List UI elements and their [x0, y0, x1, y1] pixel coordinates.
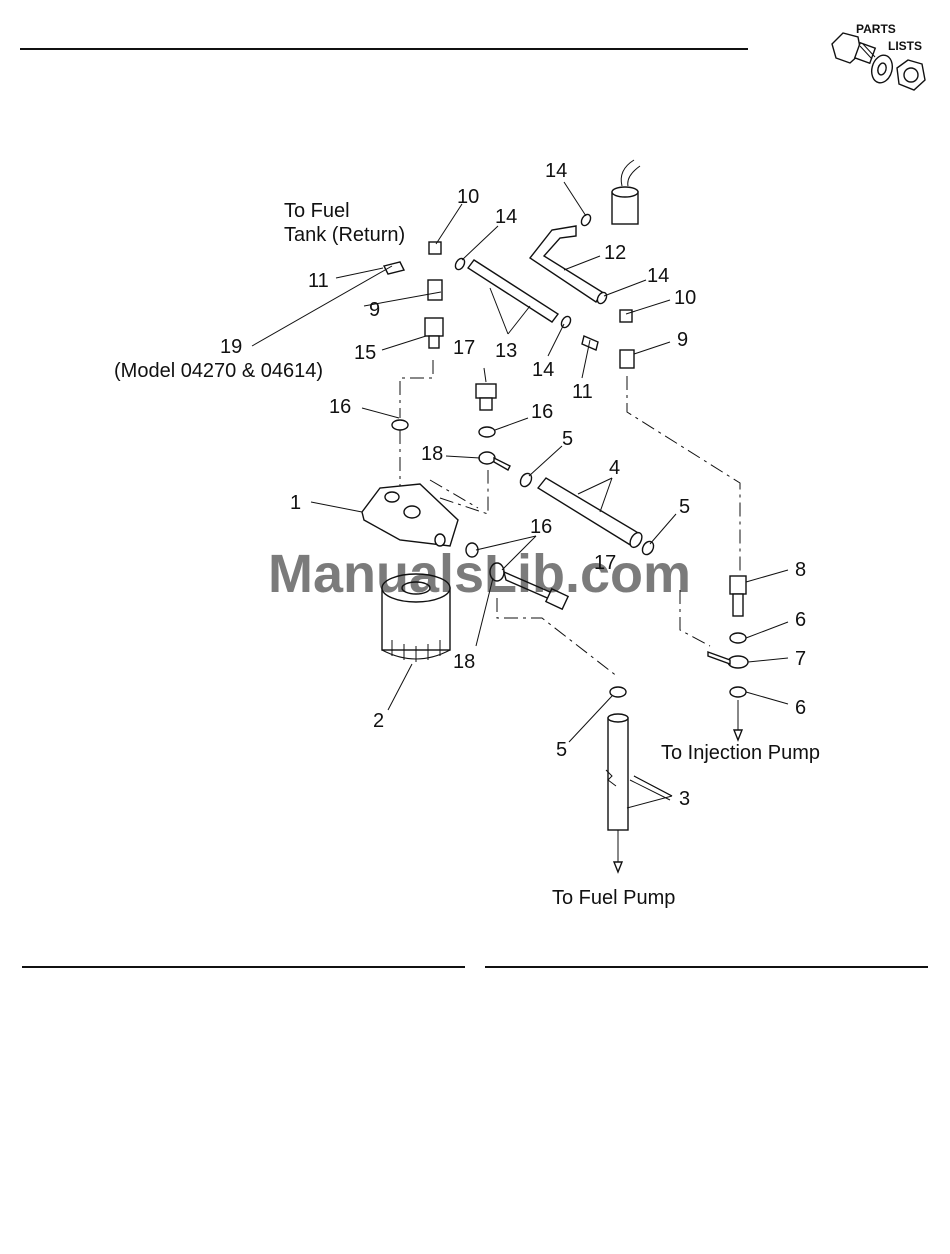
callout-13: 13	[495, 340, 517, 362]
callout-19: 19	[220, 336, 242, 358]
hose-return	[468, 260, 558, 322]
callout-1: 1	[290, 492, 301, 514]
callout-9b: 9	[677, 329, 688, 351]
watermark: ManualsLib.com	[268, 544, 691, 604]
callout-8: 8	[795, 559, 806, 581]
callout-18b: 18	[453, 651, 475, 673]
parts-lists-badge: PARTS LISTS	[832, 22, 925, 90]
callout-14a: 14	[545, 160, 567, 182]
callout-11a: 11	[308, 270, 329, 292]
filter-head	[362, 484, 458, 546]
callout-4: 4	[609, 457, 620, 479]
caption-return-line2: Tank (Return)	[284, 224, 405, 246]
callout-7: 7	[795, 648, 806, 670]
bolt-icon	[832, 33, 875, 63]
leader-lines	[252, 182, 788, 808]
callout-14c: 14	[647, 265, 669, 287]
callout-5a: 5	[562, 428, 573, 450]
callout-18a: 18	[421, 443, 443, 465]
callout-12: 12	[604, 242, 626, 264]
callout-16a: 16	[329, 396, 351, 418]
badge-lists: LISTS	[888, 39, 922, 53]
caption-return-line1: To Fuel	[284, 200, 350, 222]
callout-16b: 16	[531, 401, 553, 423]
callout-2: 2	[373, 710, 384, 732]
caption-model-note: (Model 04270 & 04614)	[114, 360, 323, 382]
callout-5c: 5	[556, 739, 567, 761]
callout-14d: 14	[532, 359, 554, 381]
callout-6a: 6	[795, 609, 806, 631]
callout-11b: 11	[572, 381, 593, 403]
hose-filter-inlet	[538, 478, 644, 549]
callout-14b: 14	[495, 206, 517, 228]
callout-5b: 5	[679, 496, 690, 518]
nut-icon	[897, 60, 925, 90]
fittings	[425, 242, 748, 668]
washer-icon	[869, 53, 896, 85]
caption-injection-pump: To Injection Pump	[661, 742, 820, 764]
callout-10a: 10	[457, 186, 479, 208]
callout-3: 3	[679, 788, 690, 810]
pump-fitting	[612, 160, 640, 224]
callout-16c: 16	[530, 516, 552, 538]
caption-fuel-pump: To Fuel Pump	[552, 887, 675, 909]
hose-fuel-pump	[606, 714, 628, 830]
callout-15: 15	[354, 342, 376, 364]
callouts: 1 2 3 4 5 5 5 6 6 7 8 9 9 10 10 11 11 12…	[220, 160, 806, 810]
callout-6b: 6	[795, 697, 806, 719]
callout-9a: 9	[369, 299, 380, 321]
hose-bent	[530, 226, 602, 302]
badge-parts: PARTS	[856, 22, 896, 36]
callout-17a: 17	[453, 337, 475, 359]
callout-10b: 10	[674, 287, 696, 309]
